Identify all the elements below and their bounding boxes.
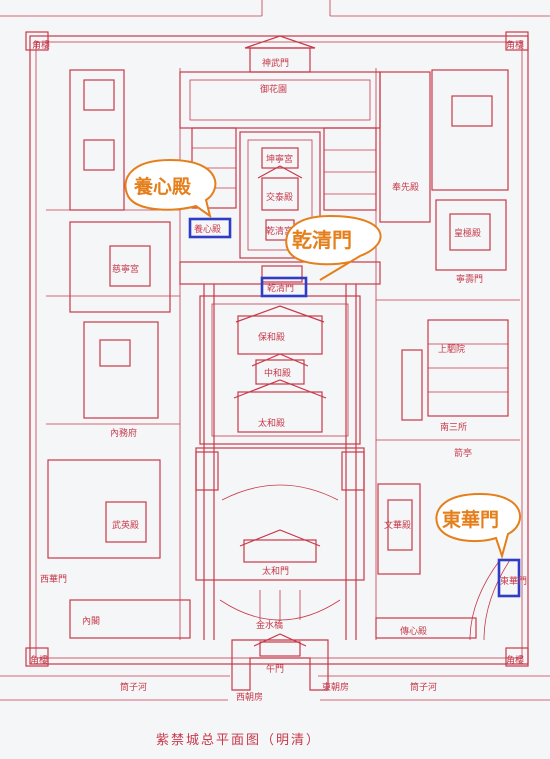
moat [0,0,550,701]
label-yuhuayuan: 御花園 [260,83,287,95]
boxed-label-yangxin: 養心殿 [194,223,221,235]
callout-donghua: 東華門 [442,508,499,531]
corner-tower-sw [25,647,49,667]
label-nansan: 南三所 [440,421,467,433]
label-xihua: 西華門 [40,573,67,585]
label-shenwu: 神武門 [262,57,289,69]
label-ningshou: 寧壽門 [456,273,483,285]
label-jiaolou-nw: 角樓 [32,39,50,51]
label-jiaolou-sw: 角樓 [30,654,48,666]
label-taihe-gate: 太和門 [262,565,289,577]
highlight-box-donghua [497,558,521,598]
boxed-label-donghua: 東華門 [500,575,527,587]
label-taihe: 太和殿 [258,417,285,429]
west-complex [46,68,191,640]
label-shangsi: 上駟院 [438,343,465,355]
label-ximen: 西朝房 [236,691,263,703]
label-jiaolou-se: 角樓 [506,654,524,666]
central-axis [179,35,381,691]
callout-yangxin: 養心殿 [133,175,192,198]
map-caption: 紫禁城总平面图（明清） [156,733,321,748]
label-baohe: 保和殿 [258,331,285,343]
label-wu-gate: 午門 [266,663,284,675]
label-jianting: 箭亭 [454,447,472,459]
label-cining: 慈寧宮 [112,263,139,275]
label-kunning: 坤寧宮 [266,153,293,165]
callout-bubble-yangxin [124,158,217,219]
label-fengxian: 奉先殿 [392,181,419,193]
label-tongzi-e: 筒子河 [410,681,437,693]
label-tongzi-w: 筒子河 [120,681,147,693]
label-jinshui: 金水橋 [256,619,283,631]
highlight-box-yangxin [188,217,232,239]
corner-tower-nw [25,31,49,51]
corner-tower-ne [505,31,529,51]
label-wenhua: 文華殿 [384,519,411,531]
label-chuanxin: 傳心殿 [400,625,427,637]
east-complex [375,68,520,641]
label-zhonghe: 中和殿 [264,367,291,379]
label-wuying: 武英殿 [112,519,139,531]
label-huangji: 皇極殿 [454,227,481,239]
highlight-box-qianqing [260,276,308,298]
callout-qianqing: 乾清門 [292,228,352,252]
label-jiaotai: 交泰殿 [266,191,293,203]
callout-bubble-donghua [435,492,522,560]
label-qianqing-palace: 乾清宮 [266,225,293,237]
highlight-boxes: 養心殿 乾清門 東華門 [188,217,527,598]
corner-tower-se [505,647,529,667]
callout-bubble-qianqing [285,214,382,281]
callouts: 養心殿 乾清門 東華門 [124,158,522,560]
label-duanmen: 東朝房 [322,681,349,693]
label-jiaolou-ne: 角樓 [506,39,524,51]
label-neige: 內閣 [82,616,100,627]
label-neiwufu: 內務府 [110,427,137,439]
map-labels: 神武門 御花園 坤寧宮 交泰殿 乾清宮 保和殿 中和殿 太和殿 太和門 金水橋 … [30,39,524,703]
boxed-label-qianqing: 乾清門 [267,282,294,294]
